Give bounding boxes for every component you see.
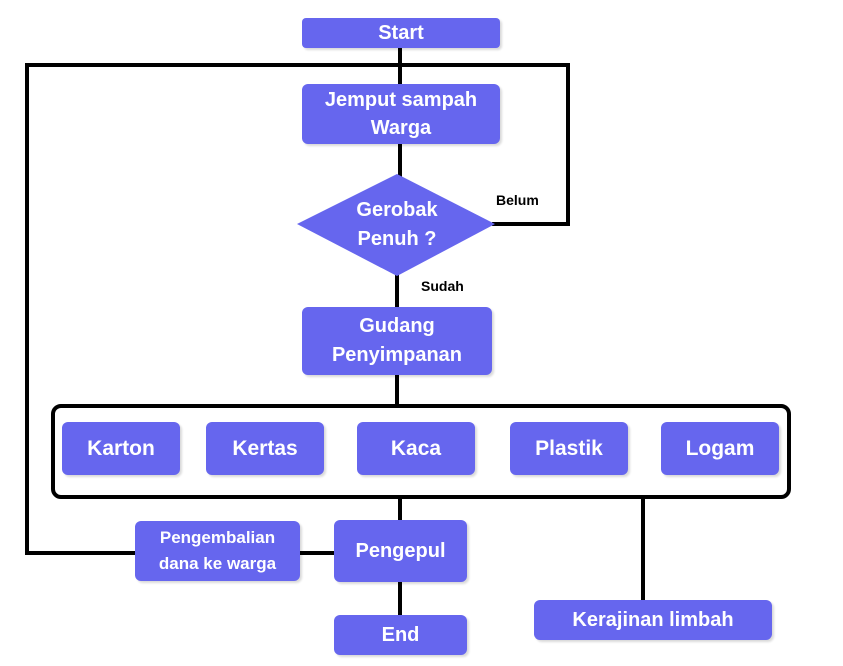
decision-label-line1: Gerobak [356, 199, 438, 221]
category-label: Plastik [535, 436, 603, 460]
pengepul-label: Pengepul [355, 539, 446, 562]
connector-return-loop [25, 63, 402, 555]
start-node: Start [302, 18, 500, 48]
category-label: Kaca [390, 436, 442, 460]
jemput-label-line1: Jemput sampah [324, 89, 478, 111]
pengembalian-label-line2: dana ke warga [158, 554, 277, 573]
pengembalian-dana-node: Pengembalian dana ke warga [135, 521, 300, 581]
pengepul-node: Pengepul [334, 520, 467, 582]
kerajinan-label: Kerajinan limbah [572, 608, 734, 631]
category-label: Logam [685, 436, 755, 460]
category-plastik: Plastik [510, 422, 628, 475]
category-kaca: Kaca [357, 422, 475, 475]
jemput-label-line2: Warga [370, 117, 432, 139]
category-logam: Logam [661, 422, 779, 475]
gudang-penyimpanan-node: Gudang Penyimpanan [302, 307, 492, 375]
category-karton: Karton [62, 422, 180, 475]
decision-label-line2: Penuh ? [357, 228, 437, 250]
end-label: End [381, 623, 420, 646]
kerajinan-limbah-node: Kerajinan limbah [534, 600, 772, 640]
connector-belum-loop [398, 63, 570, 226]
gudang-label-line1: Gudang [359, 315, 435, 337]
end-node: End [334, 615, 467, 655]
edge-label-belum: Belum [496, 192, 539, 208]
category-label: Kertas [232, 436, 298, 460]
category-label: Karton [87, 436, 155, 460]
category-group-border [51, 404, 791, 499]
start-label: Start [378, 21, 424, 44]
jemput-sampah-node: Jemput sampah Warga [302, 84, 500, 144]
decision-label: Gerobak Penuh ? [317, 196, 477, 254]
pengembalian-label-line1: Pengembalian [159, 528, 276, 547]
decision-diamond [297, 174, 495, 276]
category-kertas: Kertas [206, 422, 324, 475]
gudang-label-line2: Penyimpanan [331, 344, 463, 366]
edge-label-sudah: Sudah [421, 278, 464, 294]
